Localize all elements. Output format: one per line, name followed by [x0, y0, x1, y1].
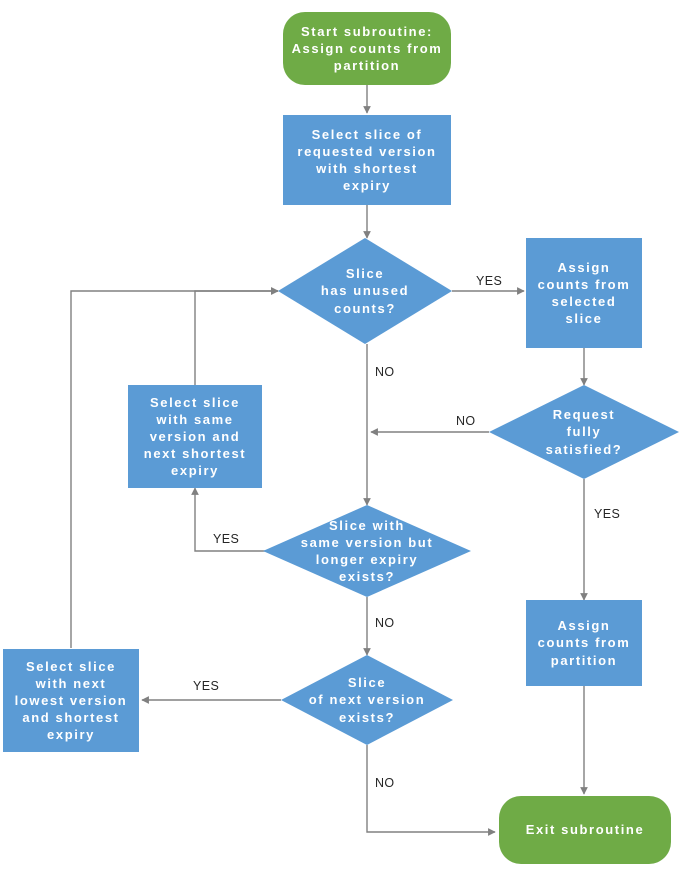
edge-select-same-version-to-has-unused: [194, 287, 279, 385]
node-slice-has-unused-counts-label: Slice has unused counts?: [320, 266, 410, 316]
node-slice-of-next-version-exists-label: Slice of next version exists?: [308, 675, 426, 725]
node-select-slice-same-version[interactable]: Select slice with same version and next …: [128, 385, 262, 488]
node-select-slice-requested-version[interactable]: Select slice of requested version with s…: [283, 115, 451, 205]
node-slice-of-next-version-exists[interactable]: Slice of next version exists?: [281, 655, 453, 745]
node-start-subroutine[interactable]: Start subroutine: Assign counts from par…: [283, 12, 451, 85]
edge-next-version-exists-no-to-exit: [366, 745, 496, 836]
node-assign-counts-from-selected-slice-label: Assign counts from selected slice: [537, 259, 631, 327]
edge-label-no-same-version-longer: NO: [375, 616, 395, 630]
edge-same-version-longer-yes-to-select-same-version: [191, 487, 283, 552]
edge-label-no-has-unused: NO: [375, 365, 395, 379]
node-exit-subroutine-label: Exit subroutine: [525, 822, 645, 838]
edge-label-no-next-version-exists: NO: [375, 776, 395, 790]
node-start-subroutine-label: Start subroutine: Assign counts from par…: [291, 23, 443, 74]
node-select-slice-next-lowest-version[interactable]: Select slice with next lowest version an…: [3, 649, 139, 752]
node-slice-has-unused-counts[interactable]: Slice has unused counts?: [278, 238, 452, 344]
node-select-slice-same-version-label: Select slice with same version and next …: [143, 394, 247, 479]
node-request-fully-satisfied[interactable]: Request fully satisfied?: [489, 385, 679, 479]
node-same-version-longer-expiry-exists[interactable]: Slice with same version but longer expir…: [263, 505, 471, 597]
edge-label-no-request-satisfied: NO: [456, 414, 476, 428]
edge-label-yes-next-version-exists: YES: [193, 679, 220, 693]
edge-select-next-lowest-to-has-unused: [70, 287, 279, 648]
edge-label-yes-same-version-longer: YES: [213, 532, 240, 546]
edge-label-yes-request-satisfied: YES: [594, 507, 621, 521]
node-select-slice-requested-version-label: Select slice of requested version with s…: [297, 126, 437, 194]
node-select-slice-next-lowest-version-label: Select slice with next lowest version an…: [14, 658, 128, 743]
node-exit-subroutine[interactable]: Exit subroutine: [499, 796, 671, 864]
node-assign-counts-from-selected-slice[interactable]: Assign counts from selected slice: [526, 238, 642, 348]
edge-label-yes-has-unused: YES: [476, 274, 503, 288]
node-request-fully-satisfied-label: Request fully satisfied?: [545, 407, 623, 457]
node-assign-counts-from-partition-label: Assign counts from partition: [537, 618, 631, 668]
node-assign-counts-from-partition[interactable]: Assign counts from partition: [526, 600, 642, 686]
node-same-version-longer-expiry-exists-label: Slice with same version but longer expir…: [300, 517, 434, 585]
